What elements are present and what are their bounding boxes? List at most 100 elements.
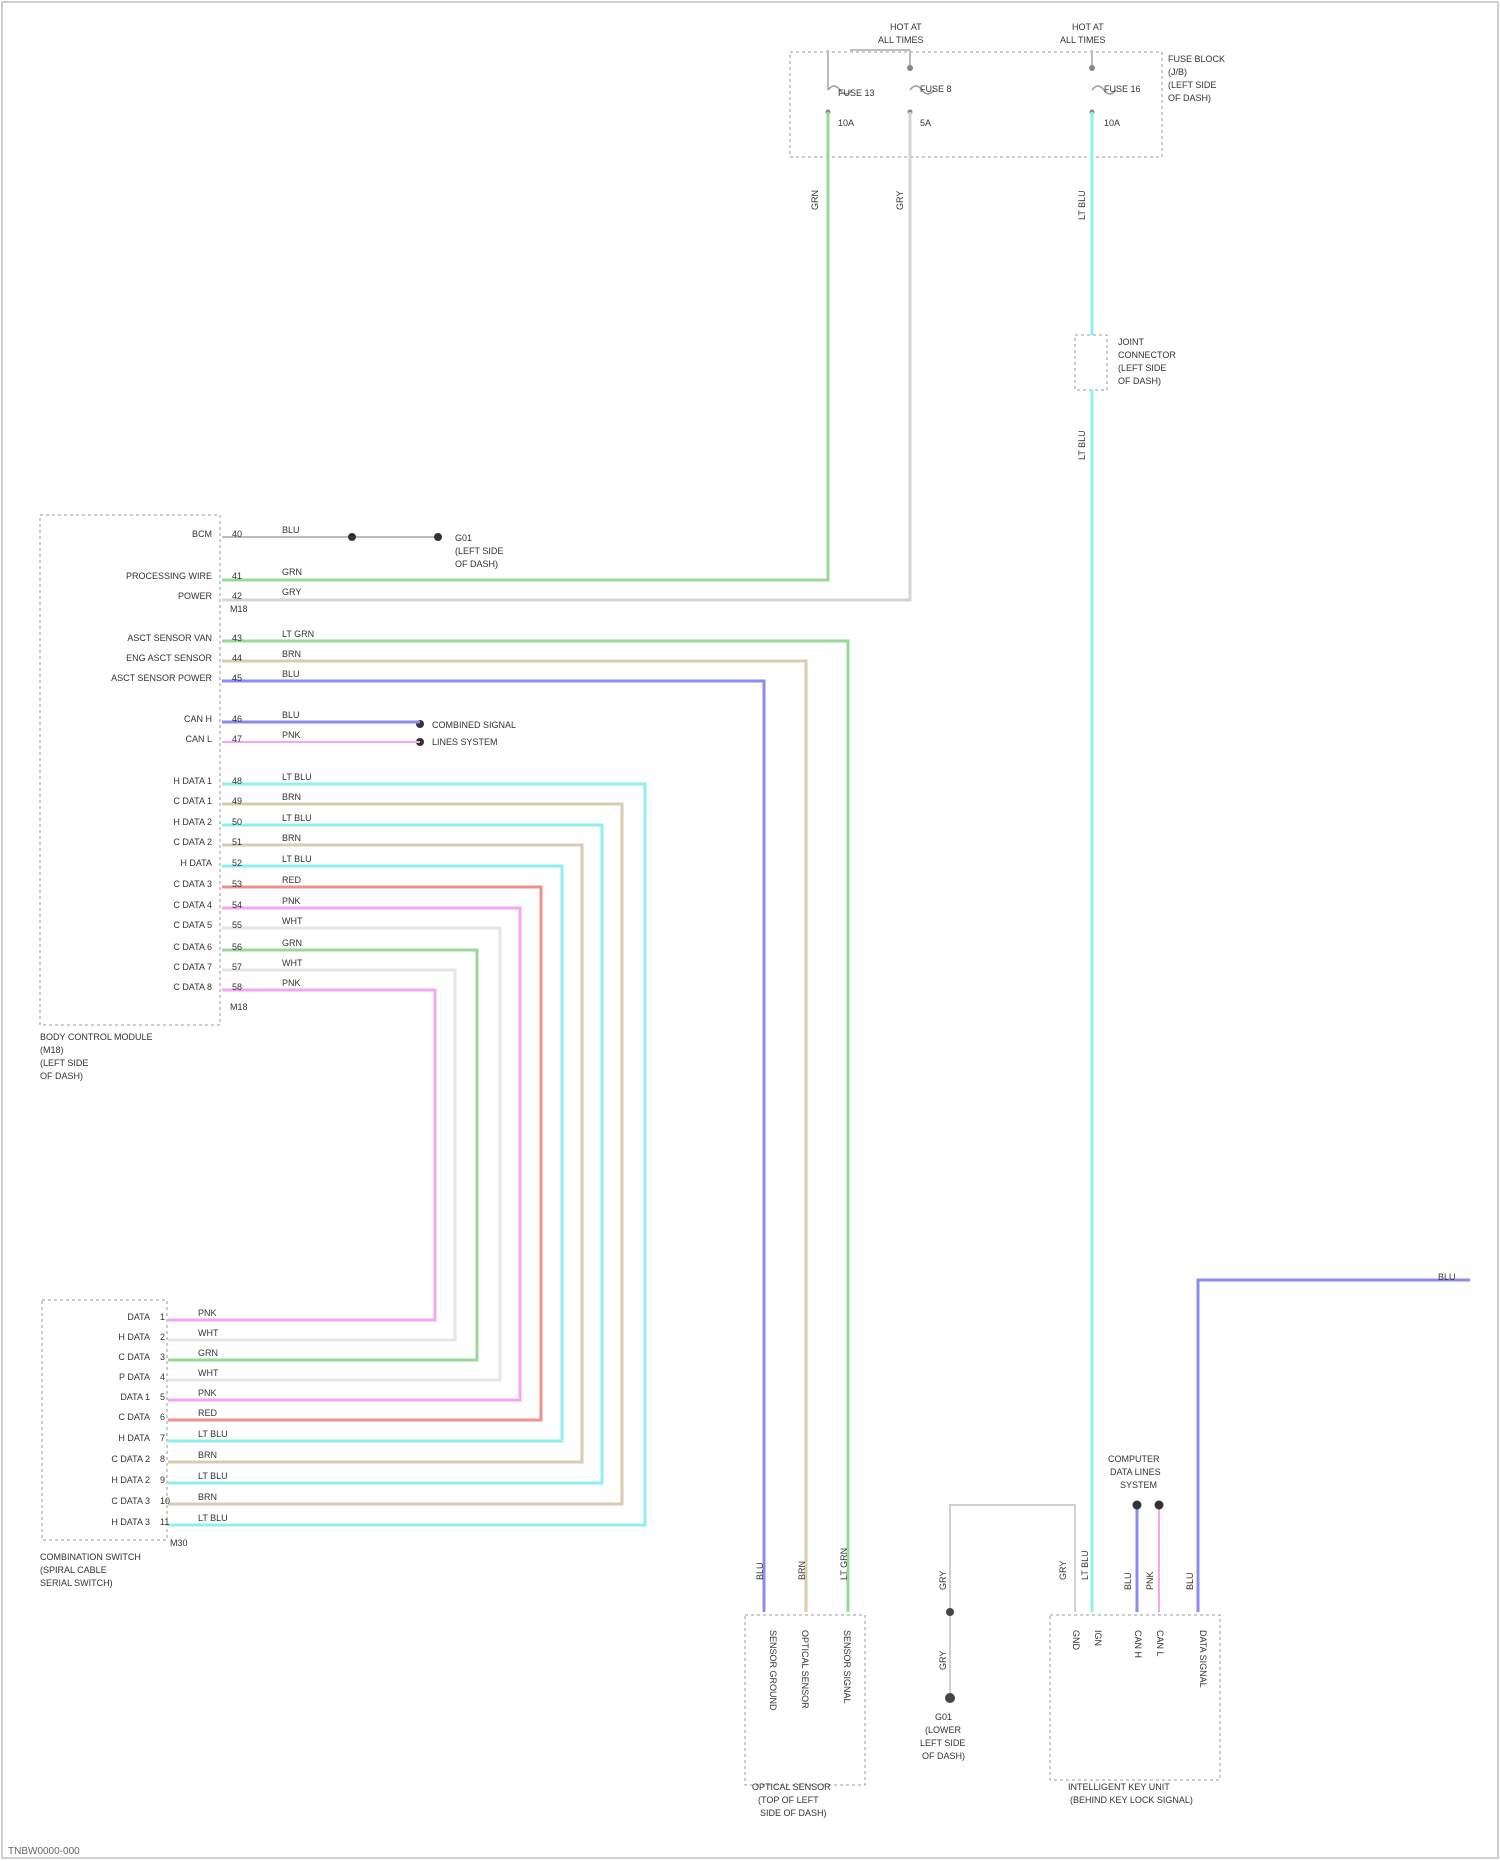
bcm-pin-number: 48 [232, 776, 242, 786]
splice-dot [434, 533, 442, 541]
svg-text:OF DASH): OF DASH) [455, 559, 498, 569]
svg-text:5A: 5A [920, 118, 931, 128]
svg-text:OF DASH): OF DASH) [1118, 376, 1161, 386]
svg-text:GRY: GRY [938, 1651, 948, 1670]
fuse-box-label-3: (LEFT SIDE [1168, 80, 1216, 90]
bcm-pin-label: ASCT SENSOR POWER [111, 673, 212, 683]
combination-switch: COMBINATION SWITCH (SPIRAL CABLE SERIAL … [40, 1300, 228, 1588]
switch-pin-label: C DATA 2 [111, 1454, 150, 1464]
switch-wire-code: WHT [198, 1328, 219, 1338]
bcm-wire-code: GRN [282, 567, 302, 577]
svg-text:DATA LINES: DATA LINES [1110, 1467, 1161, 1477]
svg-text:BRN: BRN [797, 1561, 807, 1580]
bcm-wire-code: LT BLU [282, 813, 312, 823]
bcm-pin-number: 49 [232, 796, 242, 806]
svg-text:BLU: BLU [1185, 1572, 1195, 1590]
bcm-wire-code: BRN [282, 833, 301, 843]
svg-text:(LEFT SIDE: (LEFT SIDE [40, 1058, 88, 1068]
svg-text:SENSOR SIGNAL: SENSOR SIGNAL [842, 1630, 852, 1704]
can-destination-2: LINES SYSTEM [432, 737, 498, 747]
ground-point: G01 (LOWER LEFT SIDE OF DASH) GRY GRY [920, 1571, 965, 1761]
switch-pin-number: 6 [160, 1412, 165, 1422]
bcm-pin-label: H DATA 2 [173, 817, 212, 827]
svg-text:LEFT SIDE: LEFT SIDE [920, 1738, 965, 1748]
bcm-wire-code: RED [282, 875, 302, 885]
bcm-pin-number: 58 [232, 982, 242, 992]
svg-text:FUSE 16: FUSE 16 [1104, 84, 1141, 94]
fuse-8: FUSE 8 5A [910, 84, 952, 128]
svg-text:JOINT: JOINT [1118, 337, 1145, 347]
switch-pin-label: C DATA [118, 1352, 150, 1362]
bcm-pin-number: 43 [232, 633, 242, 643]
feed-1-top: HOT AT [890, 22, 922, 32]
bcm-pin-label: CAN L [185, 734, 212, 744]
switch-pin-label: H DATA 2 [111, 1475, 150, 1485]
wire-data-1 [168, 784, 645, 1525]
switch-wire-code: BRN [198, 1492, 217, 1502]
wire-bcm-42-gry [222, 112, 910, 600]
svg-text:COMPUTER: COMPUTER [1108, 1454, 1160, 1464]
switch-pin-label: H DATA 3 [111, 1517, 150, 1527]
bcm-pin-label: H DATA 1 [173, 776, 212, 786]
bcm-pin-label: POWER [178, 591, 213, 601]
svg-text:SYSTEM: SYSTEM [1120, 1480, 1157, 1490]
bcm-wire-code: PNK [282, 896, 301, 906]
switch-conn-id: M30 [170, 1538, 188, 1548]
fuse-box-label-2: (J/B) [1168, 67, 1187, 77]
bcm-pin-number: 41 [232, 571, 242, 581]
svg-text:(LEFT SIDE: (LEFT SIDE [455, 546, 503, 556]
bcm-pin-number: 44 [232, 653, 242, 663]
bcm-pin-label: C DATA 5 [173, 920, 212, 930]
switch-pin-number: 11 [160, 1517, 169, 1527]
bcm-pin-number: 57 [232, 962, 242, 972]
fuse-box: FUSE BLOCK (J/B) (LEFT SIDE OF DASH) HOT… [790, 22, 1225, 157]
bcm-wire-code: WHT [282, 958, 303, 968]
splice-dot [348, 533, 356, 541]
svg-text:(LOWER: (LOWER [925, 1725, 962, 1735]
bcm-pin-label: C DATA 8 [173, 982, 212, 992]
bcm-wire-code: WHT [282, 916, 303, 926]
joint-connector: JOINT CONNECTOR (LEFT SIDE OF DASH) LT B… [1075, 335, 1176, 460]
fuse-13: FUSE 13 10A [828, 86, 875, 128]
svg-text:G01: G01 [935, 1712, 952, 1722]
switch-pin-label: P DATA [119, 1372, 150, 1382]
svg-text:DATA SIGNAL: DATA SIGNAL [1198, 1630, 1208, 1688]
bcm-wire-code: GRN [282, 938, 302, 948]
switch-wire-code: GRN [198, 1348, 218, 1358]
svg-text:SIDE OF DASH): SIDE OF DASH) [760, 1808, 827, 1818]
bcm-pin-number: 52 [232, 858, 242, 868]
switch-wire-code: PNK [198, 1388, 217, 1398]
bcm-pin-number: 54 [232, 900, 242, 910]
svg-text:10A: 10A [1104, 118, 1120, 128]
bcm-pin-number: 40 [232, 529, 242, 539]
switch-pin-label: DATA [127, 1312, 150, 1322]
switch-wire-code: LT BLU [198, 1513, 228, 1523]
wire-ground [950, 1505, 1075, 1698]
wire-label-grn: GRN [810, 190, 820, 210]
svg-text:CAN L: CAN L [1155, 1630, 1165, 1657]
svg-text:SERIAL SWITCH): SERIAL SWITCH) [40, 1578, 113, 1588]
feed-2-bottom: ALL TIMES [1060, 35, 1106, 45]
bcm-pin-number: 56 [232, 942, 242, 952]
switch-pin-label: H DATA [118, 1332, 150, 1342]
wire-label-gry: GRY [895, 191, 905, 210]
can-l-terminal [1155, 1501, 1164, 1510]
bcm-pin-number: 46 [232, 714, 242, 724]
bcm-wire-code: GRY [282, 587, 301, 597]
splice-dot [946, 1608, 954, 1616]
svg-text:GND: GND [1071, 1630, 1081, 1651]
bcm-wire-code: BLU [282, 525, 300, 535]
bcm-pin-label: CAN H [184, 714, 212, 724]
bcm-pin-number: 45 [232, 673, 242, 683]
wire-data-11 [168, 990, 435, 1320]
svg-text:LT BLU: LT BLU [1080, 1550, 1090, 1580]
fuse-box-outline [790, 52, 1162, 157]
can-destination-1: COMBINED SIGNAL [432, 720, 516, 730]
svg-text:CONNECTOR: CONNECTOR [1118, 350, 1176, 360]
svg-text:FUSE 8: FUSE 8 [920, 84, 952, 94]
svg-text:FUSE 13: FUSE 13 [838, 88, 875, 98]
svg-text:GRY: GRY [938, 1571, 948, 1590]
bcm-pin-label: C DATA 3 [173, 879, 212, 889]
